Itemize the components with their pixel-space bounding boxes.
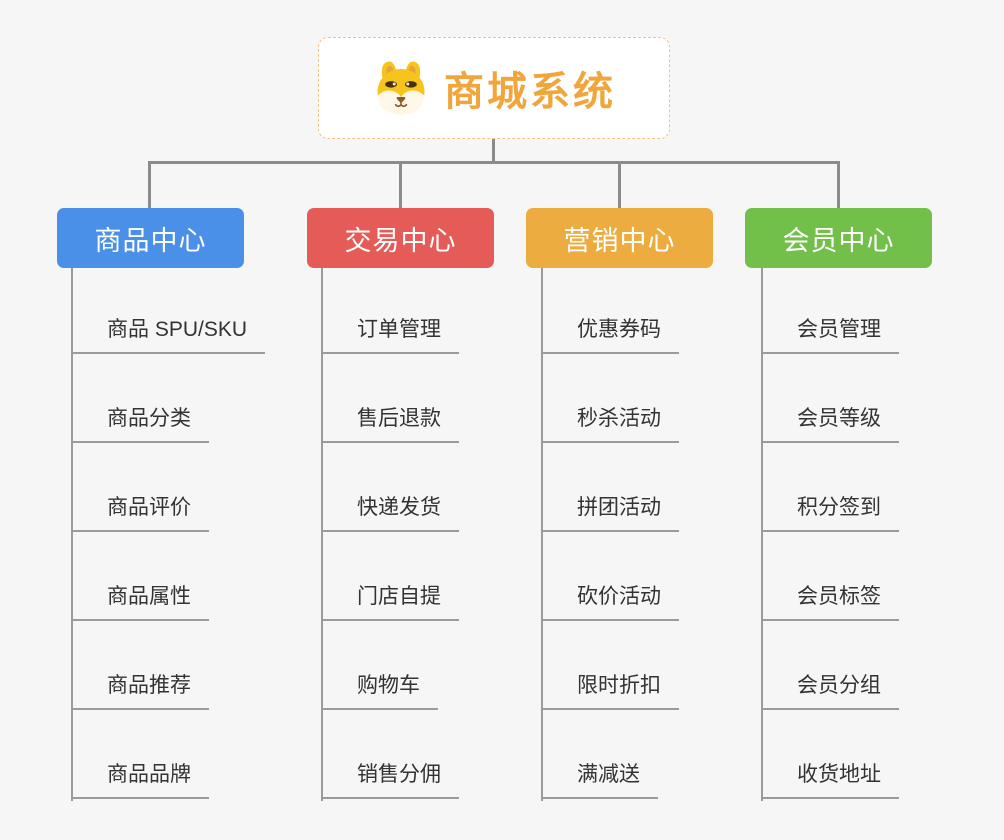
- branch-product-center[interactable]: 商品中心: [57, 208, 244, 268]
- child-node[interactable]: 快递发货: [321, 491, 459, 532]
- column-line: [541, 268, 543, 801]
- child-node[interactable]: 优惠券码: [541, 313, 679, 354]
- child-node[interactable]: 商品分类: [71, 402, 209, 443]
- root-node[interactable]: 商城系统: [318, 37, 670, 139]
- branch-marketing-center[interactable]: 营销中心: [526, 208, 713, 268]
- child-node[interactable]: 商品属性: [71, 580, 209, 621]
- column-line: [71, 268, 73, 801]
- child-node[interactable]: 会员管理: [761, 313, 899, 354]
- child-node[interactable]: 砍价活动: [541, 580, 679, 621]
- child-node[interactable]: 会员分组: [761, 669, 899, 710]
- child-node[interactable]: 商品品牌: [71, 758, 209, 799]
- branch-drop-connector: [399, 161, 402, 208]
- child-node[interactable]: 购物车: [321, 669, 438, 710]
- root-stem-connector: [492, 139, 495, 163]
- branch-drop-connector: [148, 161, 151, 208]
- child-node[interactable]: 积分签到: [761, 491, 899, 532]
- branch-member-center[interactable]: 会员中心: [745, 208, 932, 268]
- child-node[interactable]: 商品 SPU/SKU: [71, 313, 266, 354]
- child-node[interactable]: 售后退款: [321, 402, 459, 443]
- root-title: 商城系统: [444, 70, 616, 114]
- child-node[interactable]: 商品推荐: [71, 669, 209, 710]
- shiba-dog-icon: [377, 61, 425, 115]
- child-node[interactable]: 门店自提: [321, 580, 459, 621]
- child-node[interactable]: 会员等级: [761, 402, 899, 443]
- child-node[interactable]: 限时折扣: [541, 669, 679, 710]
- column-line: [761, 268, 763, 801]
- child-node[interactable]: 会员标签: [761, 580, 899, 621]
- branch-horizontal-connector: [148, 161, 840, 164]
- branch-drop-connector: [837, 161, 840, 208]
- column-line: [321, 268, 323, 801]
- child-node[interactable]: 收货地址: [761, 758, 899, 799]
- child-node[interactable]: 订单管理: [321, 313, 459, 354]
- child-node[interactable]: 拼团活动: [541, 491, 679, 532]
- child-node[interactable]: 满减送: [541, 758, 658, 799]
- child-node[interactable]: 销售分佣: [321, 758, 459, 799]
- child-node[interactable]: 商品评价: [71, 491, 209, 532]
- branch-drop-connector: [618, 161, 621, 208]
- branch-trade-center[interactable]: 交易中心: [307, 208, 494, 268]
- child-node[interactable]: 秒杀活动: [541, 402, 679, 443]
